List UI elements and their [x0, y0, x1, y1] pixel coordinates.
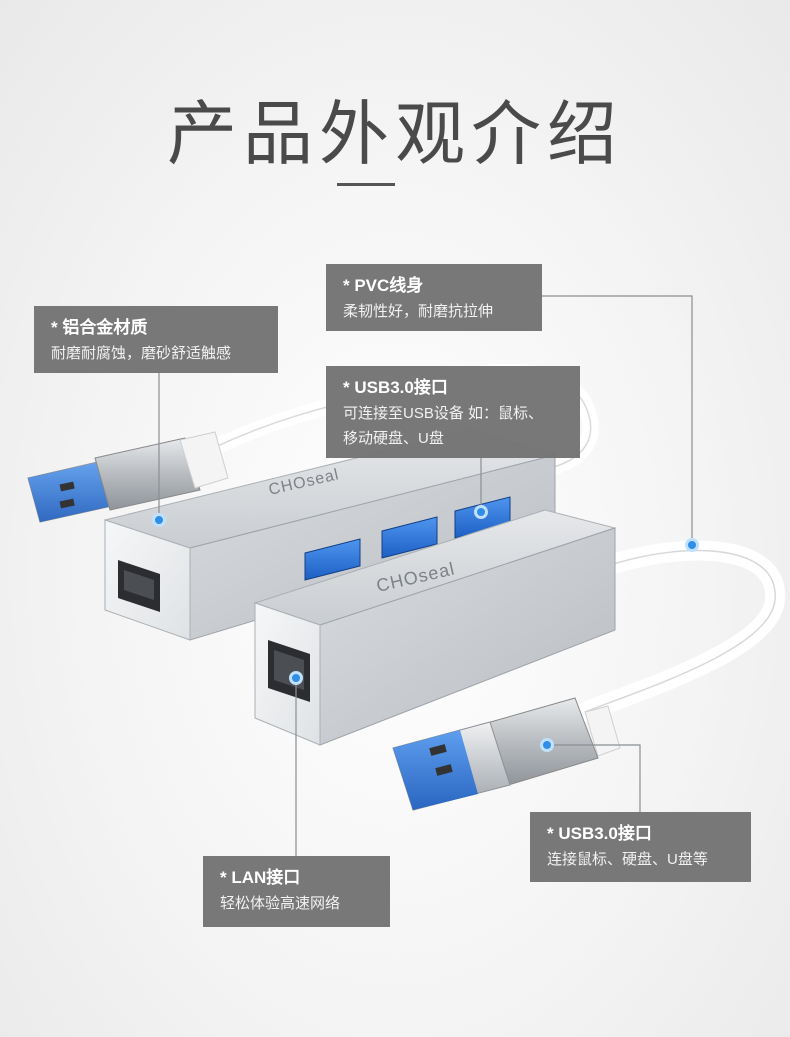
- callout-usb-ports-desc-1: 可连接至USB设备 如：鼠标、: [343, 405, 544, 422]
- callout-pvc-cable: * PVC线身 柔韧性好，耐磨抗拉伸: [326, 264, 542, 331]
- callout-usb-plug-desc: 连接鼠标、硬盘、U盘等: [547, 851, 708, 868]
- callout-aluminum-desc: 耐磨耐腐蚀，磨砂舒适触感: [51, 345, 232, 362]
- page-title: 产品外观介绍: [167, 93, 623, 175]
- callout-usb-plug: * USB3.0接口 连接鼠标、硬盘、U盘等: [530, 812, 751, 882]
- callout-aluminum-title: * 铝合金材质: [51, 318, 148, 337]
- callout-pvc-title: * PVC线身: [343, 276, 424, 295]
- callout-usb-ports-desc-2: 移动硬盘、U盘: [343, 430, 444, 447]
- callout-usb-ports-title: * USB3.0接口: [343, 378, 448, 397]
- callout-pvc-desc: 柔韧性好，耐磨抗拉伸: [343, 303, 494, 320]
- callout-lan-port: * LAN接口 轻松体验高速网络: [203, 856, 390, 927]
- callout-usb-ports: * USB3.0接口 可连接至USB设备 如：鼠标、 移动硬盘、U盘: [326, 366, 580, 458]
- callout-aluminum: * 铝合金材质 耐磨耐腐蚀，磨砂舒适触感: [34, 306, 278, 373]
- title-underline: [337, 183, 395, 186]
- callout-lines: [158, 295, 693, 856]
- callout-usb-plug-title: * USB3.0接口: [547, 824, 652, 843]
- callout-lan-title: * LAN接口: [220, 868, 301, 887]
- hub-front: CHOseal: [253, 509, 786, 811]
- hub-back: CHOseal: [27, 363, 599, 641]
- callout-markers: [152, 505, 699, 752]
- callout-lan-desc: 轻松体验高速网络: [220, 895, 341, 912]
